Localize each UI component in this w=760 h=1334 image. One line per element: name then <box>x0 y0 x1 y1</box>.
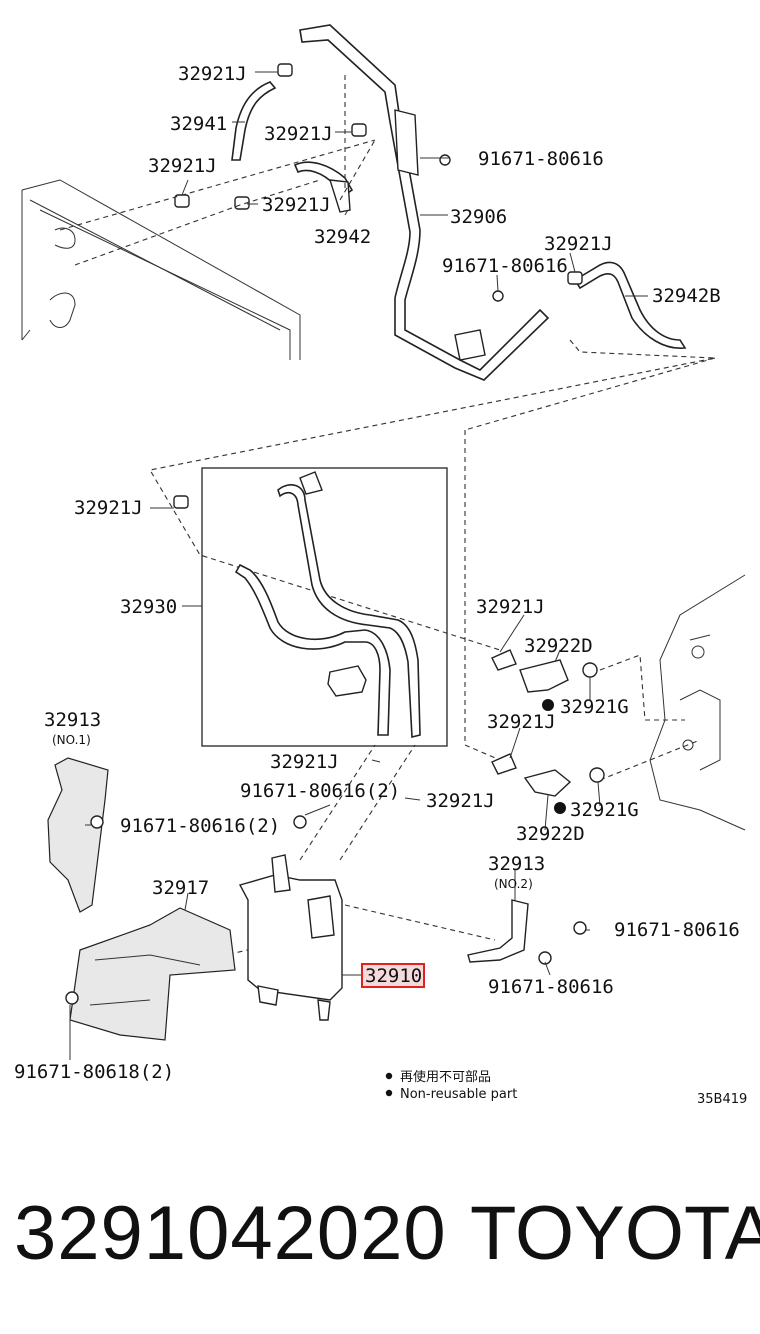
label-32917[interactable]: 32917 <box>152 877 209 899</box>
engine-block <box>649 574 746 831</box>
label-32921J-8[interactable]: 32921J <box>487 711 556 733</box>
routing-dashes <box>59 75 716 991</box>
label-32921J-6[interactable]: 32921J <box>74 497 143 519</box>
pipe-32906 <box>299 24 550 381</box>
label-32921J-3[interactable]: 32921J <box>148 155 217 177</box>
leader-lines <box>69 71 648 1060</box>
parts-diagram: 32921J 32941 32921J 91671-80616 32921J 3… <box>14 24 747 1107</box>
label-32922D-2[interactable]: 32922D <box>516 823 585 845</box>
label-32921J-7[interactable]: 32921J <box>476 596 545 618</box>
diagram-code: 35B419 <box>697 1092 747 1107</box>
clamp-icons-upper <box>173 63 583 509</box>
label-91671-80616-3[interactable]: 91671-80616(2) <box>240 780 400 802</box>
legend: 再使用不可部品 Non-reusable part 35B419 <box>385 1069 747 1107</box>
bracket-32917 <box>65 907 236 1041</box>
highlight-box <box>361 963 425 988</box>
label-32942B[interactable]: 32942B <box>652 285 721 307</box>
brand-name: TOYOTA <box>470 1191 760 1276</box>
legend-jp: 再使用不可部品 <box>400 1069 491 1085</box>
legend-dot-icon-2 <box>385 1089 393 1097</box>
bracket-32913-no2 <box>467 899 587 965</box>
label-91671-80618[interactable]: 91671-80618(2) <box>14 1061 174 1083</box>
part-number: 3291042020 <box>14 1191 447 1276</box>
label-91671-80616-1[interactable]: 91671-80616 <box>478 148 604 170</box>
connectors-32922D <box>491 649 605 814</box>
label-32941[interactable]: 32941 <box>170 113 227 135</box>
label-91671-80616-6[interactable]: 91671-80616 <box>488 976 614 998</box>
label-32906[interactable]: 32906 <box>450 206 507 228</box>
hose-box-32930 <box>201 467 448 747</box>
label-32922D-1[interactable]: 32922D <box>524 635 593 657</box>
label-32942[interactable]: 32942 <box>314 226 371 248</box>
label-32921J-10[interactable]: 32921J <box>426 790 495 812</box>
part-labels: 32921J 32941 32921J 91671-80616 32921J 3… <box>14 63 740 1083</box>
label-91671-80616-5[interactable]: 91671-80616 <box>614 919 740 941</box>
label-32921J-1[interactable]: 32921J <box>178 63 247 85</box>
label-32910[interactable]: 32910 <box>365 965 422 987</box>
label-32921J-9[interactable]: 32921J <box>270 751 339 773</box>
label-32921J-5[interactable]: 32921J <box>544 233 613 255</box>
legend-dot-icon <box>385 1072 393 1080</box>
label-32913-no2[interactable]: 32913 <box>488 853 545 875</box>
legend-en: Non-reusable part <box>400 1087 517 1102</box>
label-32921J-2[interactable]: 32921J <box>264 123 333 145</box>
label-32913-no1[interactable]: 32913 <box>44 709 101 731</box>
label-91671-80616-4[interactable]: 91671-80616(2) <box>120 815 280 837</box>
label-32921J-4[interactable]: 32921J <box>262 194 331 216</box>
bracket-32913-no1 <box>47 757 109 913</box>
label-no2: (NO.2) <box>494 877 533 891</box>
label-no1: (NO.1) <box>52 733 91 747</box>
label-91671-80616-2[interactable]: 91671-80616 <box>442 255 568 277</box>
label-32921G-2[interactable]: 32921G <box>570 799 639 821</box>
label-32921G-1[interactable]: 32921G <box>560 696 629 718</box>
reservoir-32910 <box>238 815 343 1021</box>
label-32930[interactable]: 32930 <box>120 596 177 618</box>
radiator-frame <box>21 179 301 360</box>
footer: 3291042020 TOYOTA <box>0 1180 760 1300</box>
